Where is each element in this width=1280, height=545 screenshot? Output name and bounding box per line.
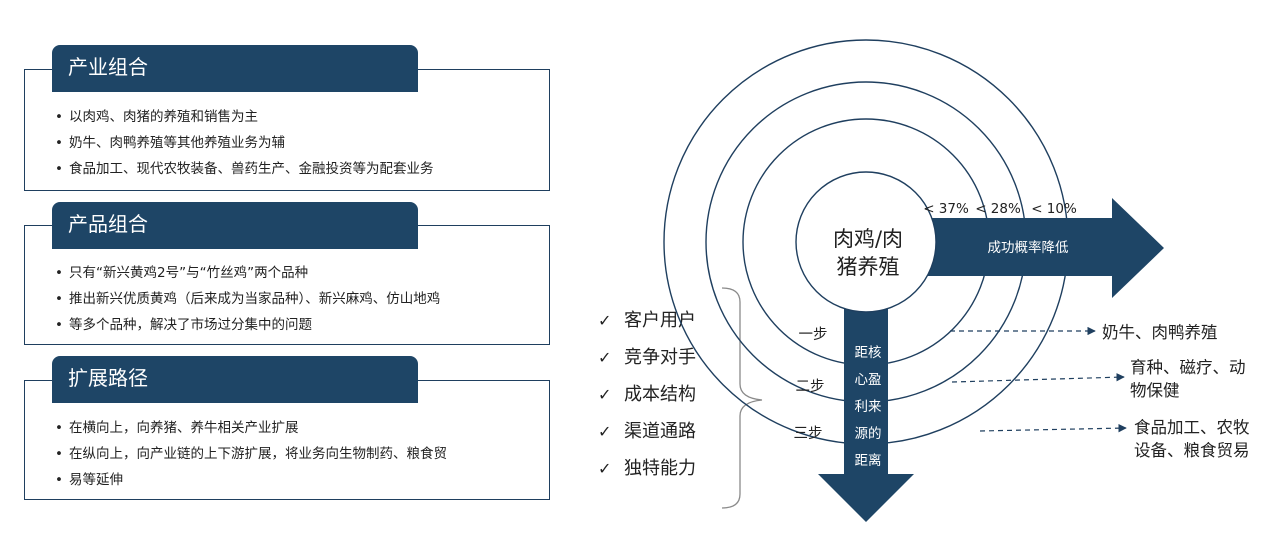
list-item: 推出新兴优质黄鸡（后来成为当家品种）、新兴麻鸡、仿山地鸡 — [55, 286, 440, 312]
core-label-line2: 猪养殖 — [837, 255, 900, 279]
dashed-connector — [979, 423, 1127, 433]
section-title-expansion: 扩展路径 — [52, 356, 418, 403]
factor-checklist: ✓客户用户 ✓竞争对手 ✓成本结构 ✓渠道通路 ✓独特能力 — [598, 302, 696, 487]
curly-brace-icon — [721, 287, 763, 509]
step-label: 二步 — [796, 378, 825, 395]
expansion-bullet-list: 在横向上，向养猪、养牛相关产业扩展 在纵向上，向产业链的上下游扩展，将业务向生物… — [55, 415, 447, 493]
list-item: 食品加工、现代农牧装备、兽药生产、金融投资等为配套业务 — [55, 156, 434, 182]
probability-label: < 28% — [975, 201, 1021, 217]
check-icon: ✓ — [598, 459, 612, 478]
vertical-arrow-label-1: 距核 — [855, 345, 882, 361]
vertical-arrow-label-5: 距离 — [855, 452, 882, 469]
outcome-label: 设备、粮食贸易 — [1134, 441, 1250, 460]
list-item: 在横向上，向养猪、养牛相关产业扩展 — [55, 415, 447, 441]
factor-label: 独特能力 — [624, 458, 696, 479]
list-item: 只有“新兴黄鸡2号”与“竹丝鸡”两个品种 — [55, 260, 440, 286]
factor-label: 渠道通路 — [624, 421, 696, 442]
product-bullet-list: 只有“新兴黄鸡2号”与“竹丝鸡”两个品种 推出新兴优质黄鸡（后来成为当家品种）、… — [55, 260, 440, 338]
check-icon: ✓ — [598, 311, 612, 330]
core-label-line1: 肉鸡/肉 — [833, 227, 903, 251]
outcome-label: 物保健 — [1130, 381, 1180, 400]
check-icon: ✓ — [598, 348, 612, 367]
outcome-label: 奶牛、肉鸭养殖 — [1102, 323, 1218, 342]
check-icon: ✓ — [598, 385, 612, 404]
horizontal-arrow-label: 成功概率降低 — [988, 239, 1069, 256]
list-item-continuation: 易等延伸 — [55, 467, 447, 493]
outcome-label: 育种、磁疗、动 — [1130, 358, 1246, 377]
list-item: ✓ 渠道通路 — [598, 413, 696, 450]
step-label: 三步 — [794, 425, 823, 442]
probability-label: < 10% — [1031, 201, 1077, 217]
list-item-continuation: 等多个品种，解决了市场过分集中的问题 — [55, 312, 440, 338]
horizontal-arrow — [866, 198, 1164, 298]
list-item: ✓ 成本结构 — [598, 376, 696, 413]
dashed-connector — [951, 373, 1125, 383]
probability-label: < 37% — [923, 201, 969, 217]
list-item: 在纵向上，向产业链的上下游扩展，将业务向生物制药、粮食贸 — [55, 441, 447, 467]
factor-label: 成本结构 — [624, 384, 696, 405]
section-title-industry: 产业组合 — [52, 45, 418, 92]
factor-label: 竞争对手 — [624, 347, 696, 368]
check-icon: ✓ — [598, 422, 612, 441]
industry-bullet-list: 以肉鸡、肉猪的养殖和销售为主 奶牛、肉鸭养殖等其他养殖业务为辅 食品加工、现代农… — [55, 104, 434, 182]
list-item: 奶牛、肉鸭养殖等其他养殖业务为辅 — [55, 130, 434, 156]
vertical-arrow-label-3: 利来 — [855, 399, 883, 415]
list-item: 以肉鸡、肉猪的养殖和销售为主 — [55, 104, 434, 130]
list-item: ✓ 竞争对手 — [598, 339, 696, 376]
list-item: ✓ 独特能力 — [598, 450, 696, 487]
outcome-label: 食品加工、农牧 — [1134, 418, 1250, 437]
section-title-product: 产品组合 — [52, 202, 418, 249]
vertical-arrow-label-4: 源的 — [855, 426, 882, 442]
step-label: 一步 — [799, 326, 828, 343]
core-circle — [795, 171, 937, 313]
vertical-arrow-label-2: 心盈 — [855, 372, 882, 388]
vertical-arrow — [818, 242, 914, 522]
